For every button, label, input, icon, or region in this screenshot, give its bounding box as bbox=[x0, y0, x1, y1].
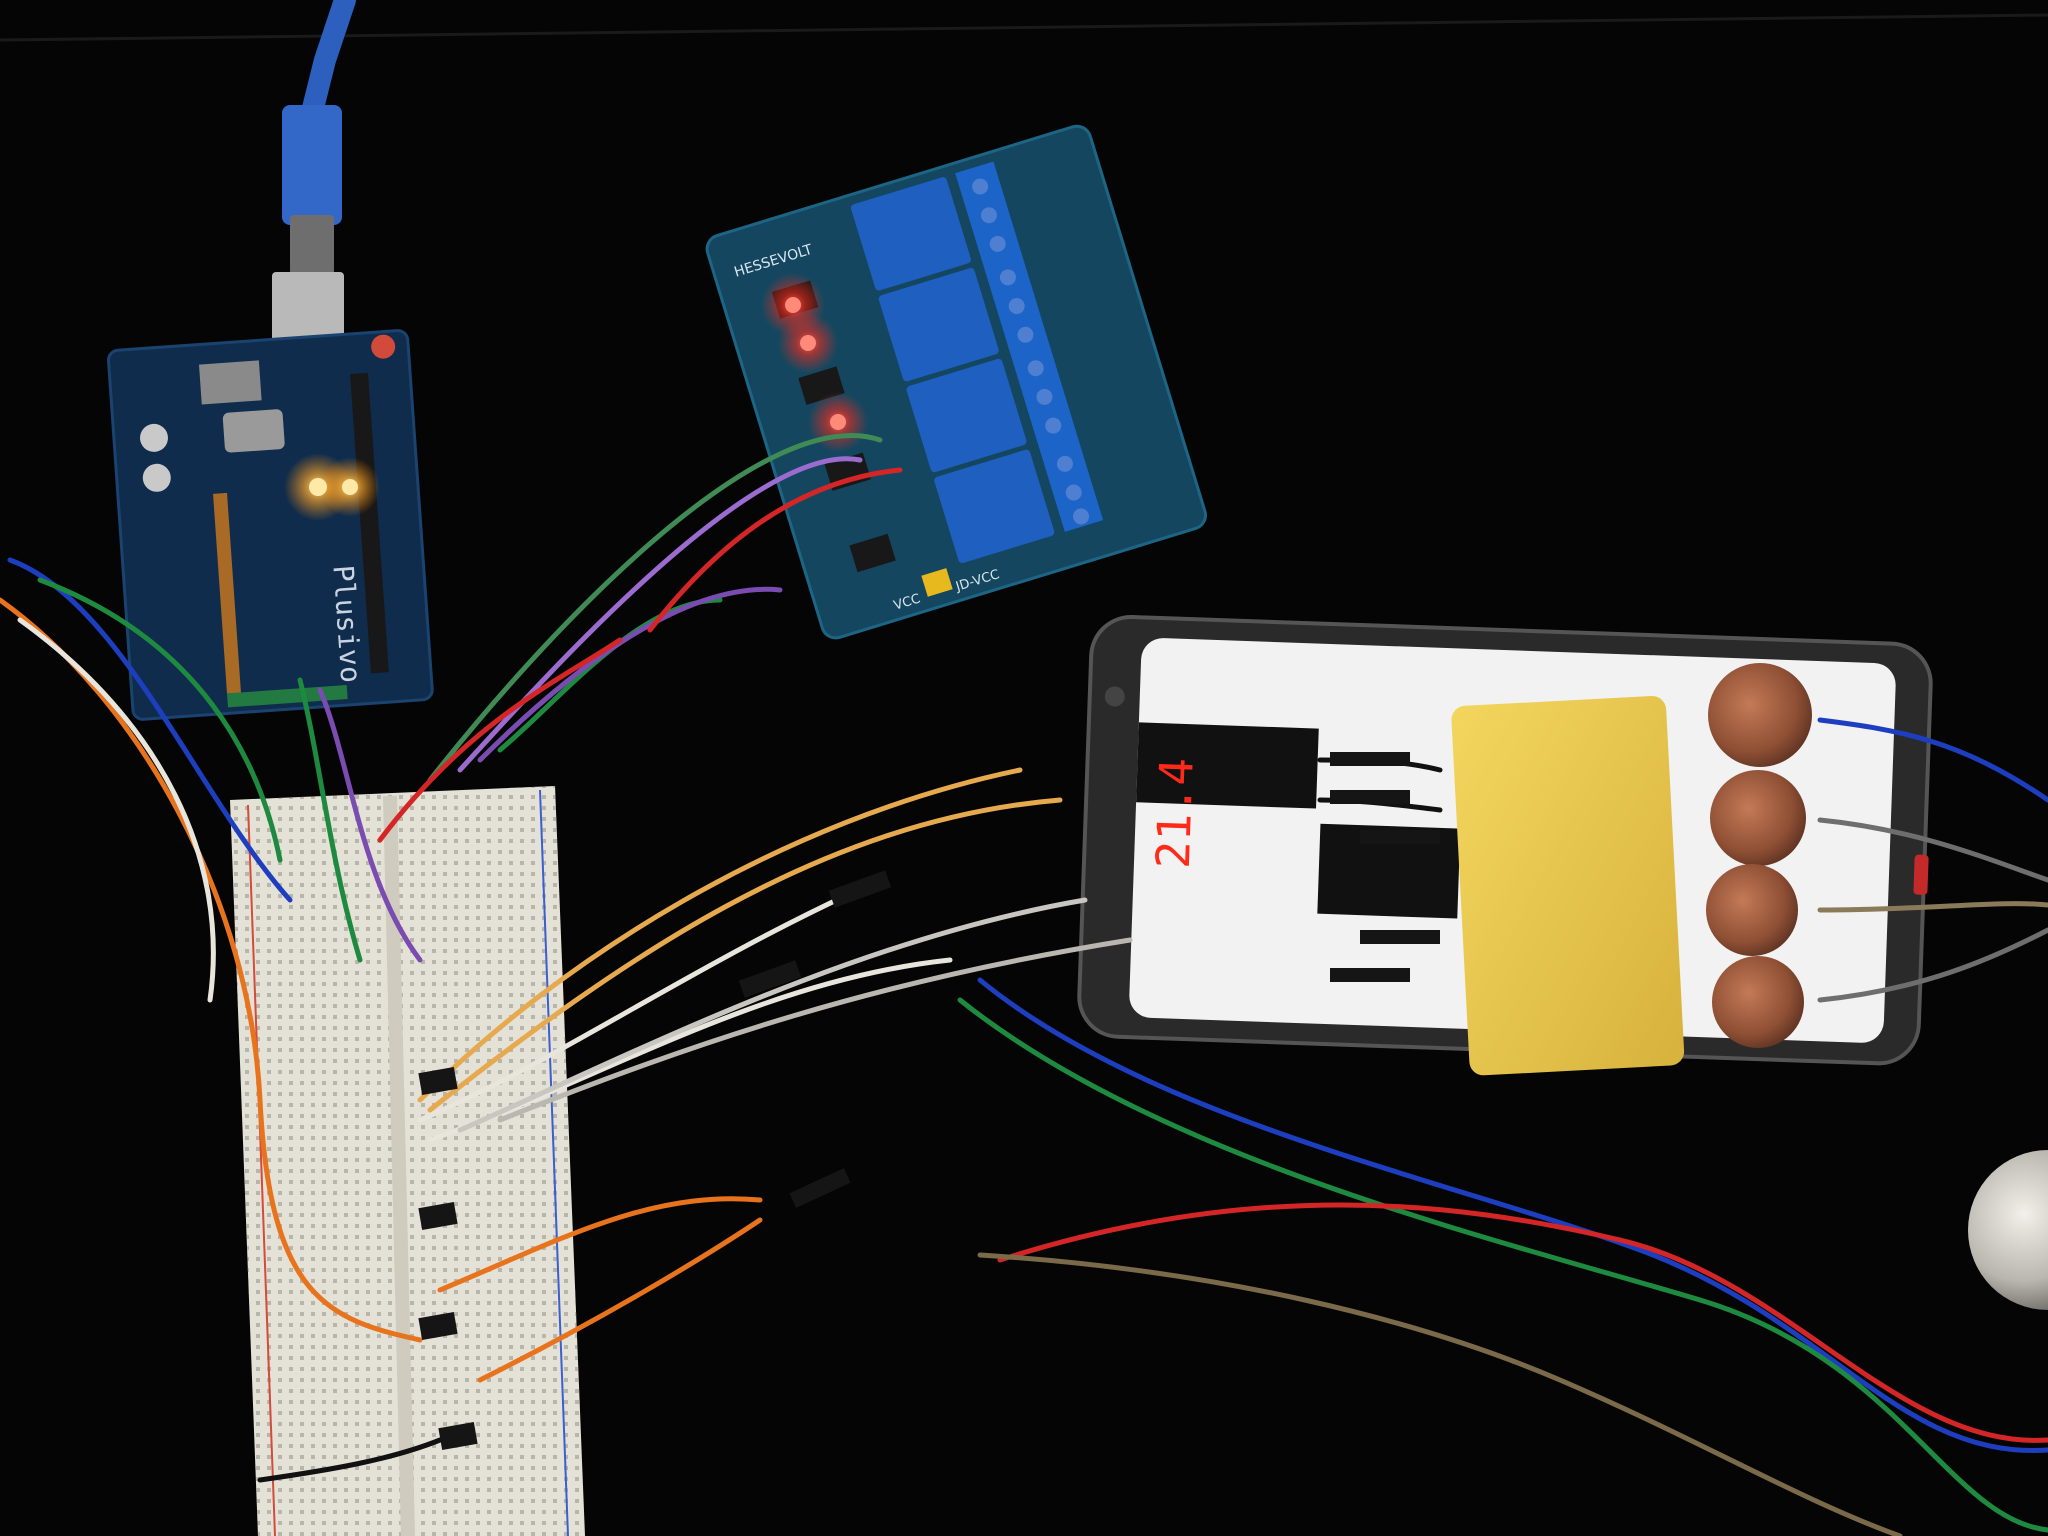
relay-module: HESSEVOLT JD-VCC VCC bbox=[705, 124, 1207, 640]
wire-connectors bbox=[418, 752, 1440, 1450]
relay-block-4 bbox=[934, 449, 1055, 564]
white-ball bbox=[1968, 1150, 2048, 1310]
arduino-board: Plusivo bbox=[106, 329, 434, 721]
coins bbox=[1706, 663, 1812, 1048]
coin-1 bbox=[1708, 663, 1812, 767]
arduino-led-2 bbox=[342, 479, 358, 495]
coin-4 bbox=[1712, 956, 1804, 1048]
phone-readout: 21.4 bbox=[1146, 757, 1204, 870]
breadboard bbox=[230, 786, 585, 1536]
relay-block-2 bbox=[878, 268, 999, 382]
relay-led-3 bbox=[830, 414, 846, 430]
coin-2 bbox=[1710, 770, 1806, 866]
relay-terminal-strip bbox=[955, 161, 1104, 532]
coin-3 bbox=[1706, 864, 1798, 956]
yellow-sensor-pad bbox=[1451, 695, 1685, 1076]
arduino-led-1 bbox=[309, 478, 327, 496]
jumper-wires bbox=[0, 433, 2048, 1536]
arduino-brand-label: Plusivo bbox=[326, 564, 367, 684]
relay-block-3 bbox=[906, 358, 1027, 473]
relay-led-2 bbox=[800, 335, 816, 351]
relay-block-1 bbox=[850, 177, 971, 291]
relay-led-1 bbox=[785, 297, 801, 313]
